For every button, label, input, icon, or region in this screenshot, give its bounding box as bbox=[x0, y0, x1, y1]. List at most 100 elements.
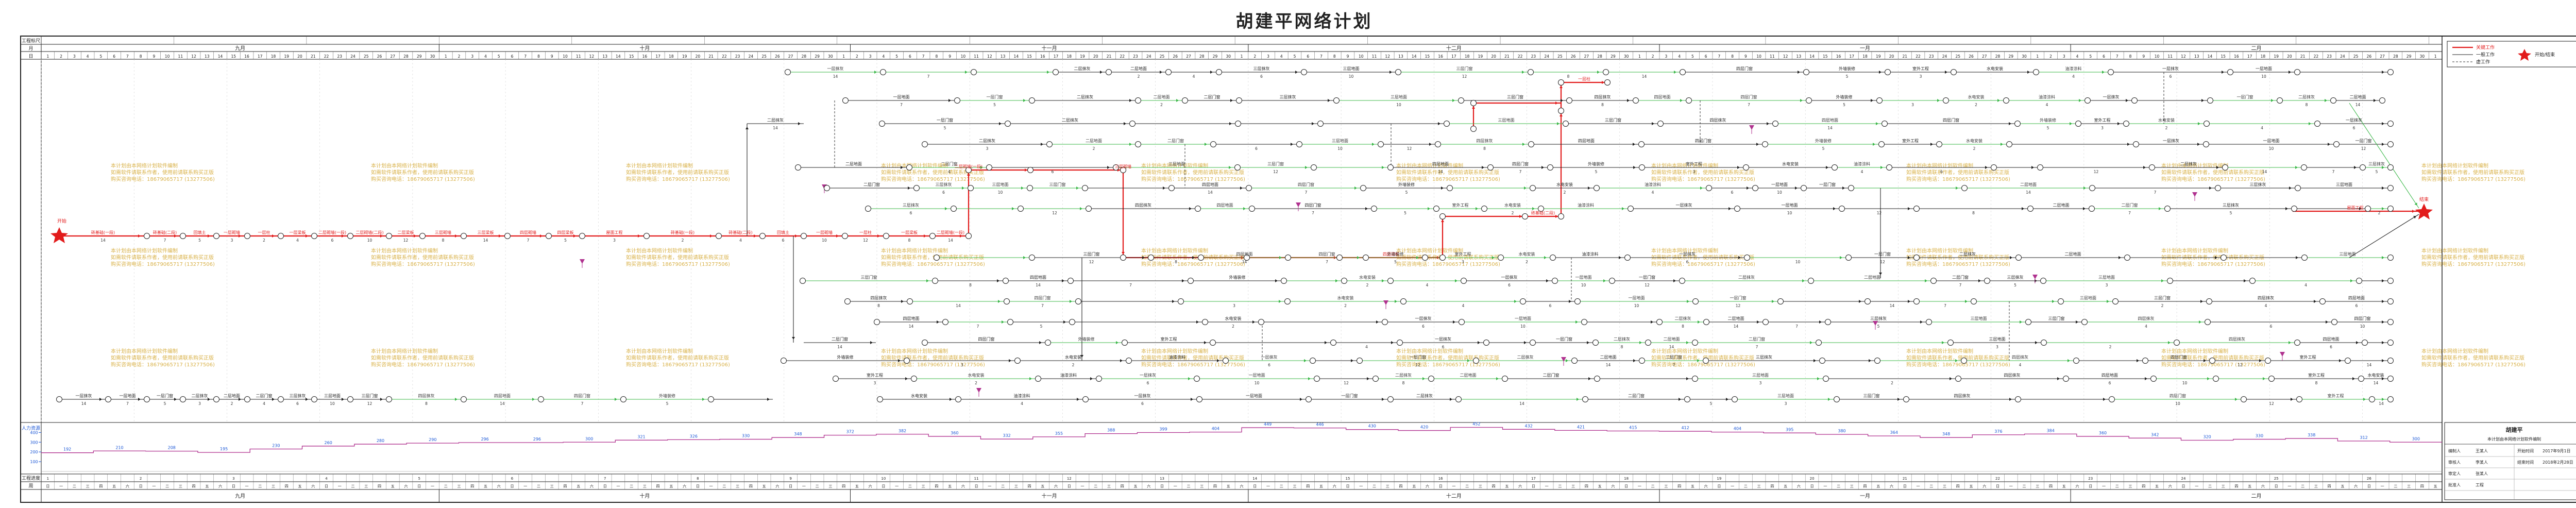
activity-label: 水电安装 bbox=[911, 393, 927, 398]
arrow-head bbox=[1012, 207, 1014, 210]
week-number: 11 bbox=[974, 477, 979, 481]
event-node bbox=[1018, 206, 1024, 212]
activity-label: 室外工程 bbox=[1455, 251, 1471, 257]
day-tick-label: 18 bbox=[2261, 54, 2266, 59]
watermark-text: 购买咨询电话：18679065717 (13277506) bbox=[371, 361, 475, 368]
event-node bbox=[1005, 121, 1011, 127]
activity-label: 砖基础(二段) bbox=[728, 230, 752, 235]
weekday-cell: 四 bbox=[2049, 484, 2053, 488]
weekday-cell: 一 bbox=[2195, 484, 2198, 488]
arrow-head bbox=[1142, 256, 1145, 259]
resource-value-label: 404 bbox=[1734, 427, 1741, 431]
day-tick-label: 16 bbox=[1040, 54, 1045, 59]
weekday-cell: 一 bbox=[1545, 484, 1549, 488]
activity-duration: 12 bbox=[1415, 363, 1420, 367]
activity-duration: 14 bbox=[2026, 190, 2031, 195]
activity-label: 四层抹灰 bbox=[871, 295, 887, 300]
event-node bbox=[1487, 164, 1494, 171]
activity-duration: 5 bbox=[1404, 211, 1406, 215]
arrow-head bbox=[2207, 377, 2210, 380]
event-node bbox=[1639, 164, 1645, 171]
arrow-head bbox=[1879, 71, 1882, 74]
day-tick-label: 24 bbox=[1146, 54, 1151, 59]
watermark-text: 如需软件请联系作者，使用前请联系购买正版 bbox=[1651, 169, 1754, 176]
activity-label: 二层抹灰 bbox=[1517, 354, 1534, 360]
arrow-head bbox=[2382, 207, 2384, 210]
event-node bbox=[1422, 255, 1428, 261]
event-node bbox=[2213, 376, 2219, 382]
event-node bbox=[579, 233, 585, 239]
resource-value-label: 296 bbox=[533, 437, 541, 442]
weekday-cell: 一 bbox=[802, 484, 806, 488]
weekday-cell: 一 bbox=[1823, 484, 1827, 488]
arrow-head bbox=[1819, 320, 1822, 324]
weekday-cell: 二 bbox=[2023, 484, 2026, 488]
event-node bbox=[2209, 358, 2215, 364]
weekday-cell: 四 bbox=[2420, 484, 2424, 488]
event-node bbox=[2112, 298, 2119, 304]
activity-label: 三层门窗 bbox=[2048, 316, 2065, 321]
activity-duration: 3 bbox=[2106, 283, 2108, 287]
footer-month-label: 二月 bbox=[2251, 493, 2262, 499]
day-tick-label: 6 bbox=[909, 54, 911, 59]
activity-label: 油漆涂料 bbox=[1014, 393, 1030, 398]
arrow-head bbox=[1686, 377, 1689, 380]
event-node bbox=[1196, 396, 1202, 402]
activity-duration: 8 bbox=[1621, 345, 1623, 349]
weekday-cell: 四 bbox=[1028, 484, 1031, 488]
watermark-text: 购买咨询电话：18679065717 (13277506) bbox=[111, 176, 215, 182]
day-tick-label: 3 bbox=[73, 54, 76, 59]
activity-duration: 8 bbox=[1972, 211, 1975, 215]
activity-label: 二层抹灰 bbox=[1675, 316, 1691, 321]
activity-duration: 10 bbox=[1787, 211, 1792, 215]
activity-duration: 2 bbox=[2378, 211, 2381, 215]
event-node bbox=[2014, 121, 2021, 127]
activity-label: 四层门窗 bbox=[574, 393, 590, 398]
activity-duration: 2 bbox=[1512, 211, 1514, 215]
activity-label: 水电安装 bbox=[2368, 372, 2384, 378]
day-tick-label: 8 bbox=[1731, 54, 1734, 59]
activity-duration: 3 bbox=[1233, 303, 1235, 308]
event-node bbox=[1692, 340, 1698, 346]
event-node bbox=[1943, 97, 1949, 104]
arrow-head bbox=[1908, 207, 1910, 210]
title-block-row-value: 工程 bbox=[2476, 483, 2484, 487]
resource-value-label: 280 bbox=[377, 438, 384, 443]
activity-label: 二层抹灰 bbox=[1959, 251, 1976, 257]
arrow-head bbox=[1354, 187, 1357, 190]
day-tick-label: 24 bbox=[1544, 54, 1549, 59]
event-node bbox=[1808, 278, 1814, 284]
day-tick-label: 26 bbox=[377, 54, 382, 59]
event-node bbox=[1235, 121, 1241, 127]
arrow-head bbox=[2382, 341, 2384, 344]
activity-duration: 14 bbox=[2262, 170, 2267, 174]
activity-label: 二层抹灰 bbox=[767, 117, 784, 123]
arrow-head bbox=[1039, 341, 1042, 344]
activity-duration: 5 bbox=[2230, 211, 2232, 215]
resource-value-label: 360 bbox=[2099, 431, 2107, 435]
weekday-cell: 日 bbox=[1717, 484, 1721, 488]
day-tick-label: 5 bbox=[498, 54, 500, 59]
arrow-head bbox=[2382, 320, 2384, 324]
resource-value-label: 415 bbox=[1629, 426, 1637, 430]
watermark-text: 购买咨询电话：18679065717 (13277506) bbox=[1651, 261, 1755, 267]
arrow-head bbox=[1478, 341, 1480, 344]
activity-duration: 12 bbox=[1736, 303, 1741, 308]
day-tick-label: 5 bbox=[895, 54, 898, 59]
day-tick-label: 15 bbox=[1027, 54, 1032, 59]
resource-value-label: 338 bbox=[2308, 433, 2315, 437]
arrow-head bbox=[710, 234, 713, 238]
day-tick-label: 6 bbox=[113, 54, 115, 59]
activity-label: 外墙装修 bbox=[1839, 66, 1855, 71]
day-tick-label: 28 bbox=[2393, 54, 2398, 59]
event-node bbox=[1198, 255, 1204, 261]
event-node bbox=[1400, 298, 1406, 304]
resource-value-label: 412 bbox=[1681, 426, 1689, 430]
day-tick-label: 1 bbox=[445, 54, 447, 59]
day-tick-label: 23 bbox=[735, 54, 740, 59]
event-node bbox=[1566, 97, 1572, 104]
day-tick-label: 9 bbox=[2142, 54, 2145, 59]
arrow-head bbox=[2382, 71, 2384, 74]
day-tick-label: 16 bbox=[1836, 54, 1841, 59]
arrow-head bbox=[1756, 143, 1759, 146]
